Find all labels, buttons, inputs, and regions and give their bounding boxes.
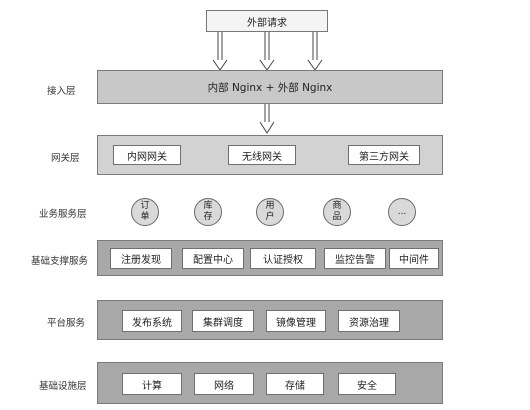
platform-layer-label: 平台服务 (47, 318, 86, 329)
service-more-line1: ... (397, 206, 407, 217)
gateway-layer-label: 网关层 (51, 153, 80, 164)
gateway-layer-band: 内网网关 无线网关 第三方网关 (97, 135, 443, 175)
platform-layer-band: 发布系统 集群调度 镜像管理 资源治理 (97, 300, 443, 340)
support-item-monitoring: 监控告警 (324, 248, 386, 269)
access-layer-band: 内部 Nginx + 外部 Nginx (97, 70, 443, 104)
business-layer-label: 业务服务层 (39, 209, 87, 220)
support-item-config: 配置中心 (182, 248, 244, 269)
service-product-line2: 品 (332, 212, 342, 222)
platform-item-release: 发布系统 (122, 310, 182, 332)
infra-item-compute: 计算 (122, 373, 182, 395)
support-item-registry: 注册发现 (110, 248, 172, 269)
access-layer-content: 内部 Nginx + 外部 Nginx (207, 81, 333, 94)
support-layer-label: 基础支撑服务 (31, 256, 89, 267)
service-inventory: 库 存 (194, 198, 222, 226)
gateway-item-wireless: 无线网关 (228, 145, 296, 165)
request-arrow-left (212, 32, 228, 71)
platform-item-resource: 资源治理 (338, 310, 400, 332)
service-inventory-line1: 库 (203, 201, 213, 211)
service-order-line2: 单 (140, 212, 150, 222)
infra-item-network: 网络 (194, 373, 254, 395)
request-arrow-middle (259, 32, 275, 71)
service-user-line2: 户 (265, 212, 275, 222)
external-request-box: 外部请求 (206, 10, 328, 32)
infra-layer-label: 基础设施层 (39, 381, 87, 392)
service-user: 用 户 (256, 198, 284, 226)
gateway-item-internal: 内网网关 (113, 145, 181, 165)
access-layer-label: 接入层 (47, 86, 76, 97)
service-product: 商 品 (323, 198, 351, 226)
support-item-auth: 认证授权 (250, 248, 316, 269)
service-user-line1: 用 (265, 201, 275, 211)
gateway-item-third-party: 第三方网关 (348, 145, 420, 165)
infra-layer-band: 计算 网络 存储 安全 (97, 362, 443, 404)
access-to-gateway-arrow (259, 104, 275, 134)
request-arrow-right (307, 32, 323, 71)
service-order-line1: 订 (140, 201, 150, 211)
platform-item-scheduling: 集群调度 (192, 310, 254, 332)
support-layer-band: 注册发现 配置中心 认证授权 监控告警 中间件 (97, 240, 443, 276)
platform-item-image: 镜像管理 (266, 310, 326, 332)
service-order: 订 单 (131, 198, 159, 226)
service-inventory-line2: 存 (203, 212, 213, 222)
infra-item-storage: 存储 (266, 373, 324, 395)
support-item-middleware: 中间件 (389, 248, 439, 269)
service-more: ... (388, 198, 416, 226)
service-product-line1: 商 (332, 201, 342, 211)
infra-item-security: 安全 (338, 373, 396, 395)
